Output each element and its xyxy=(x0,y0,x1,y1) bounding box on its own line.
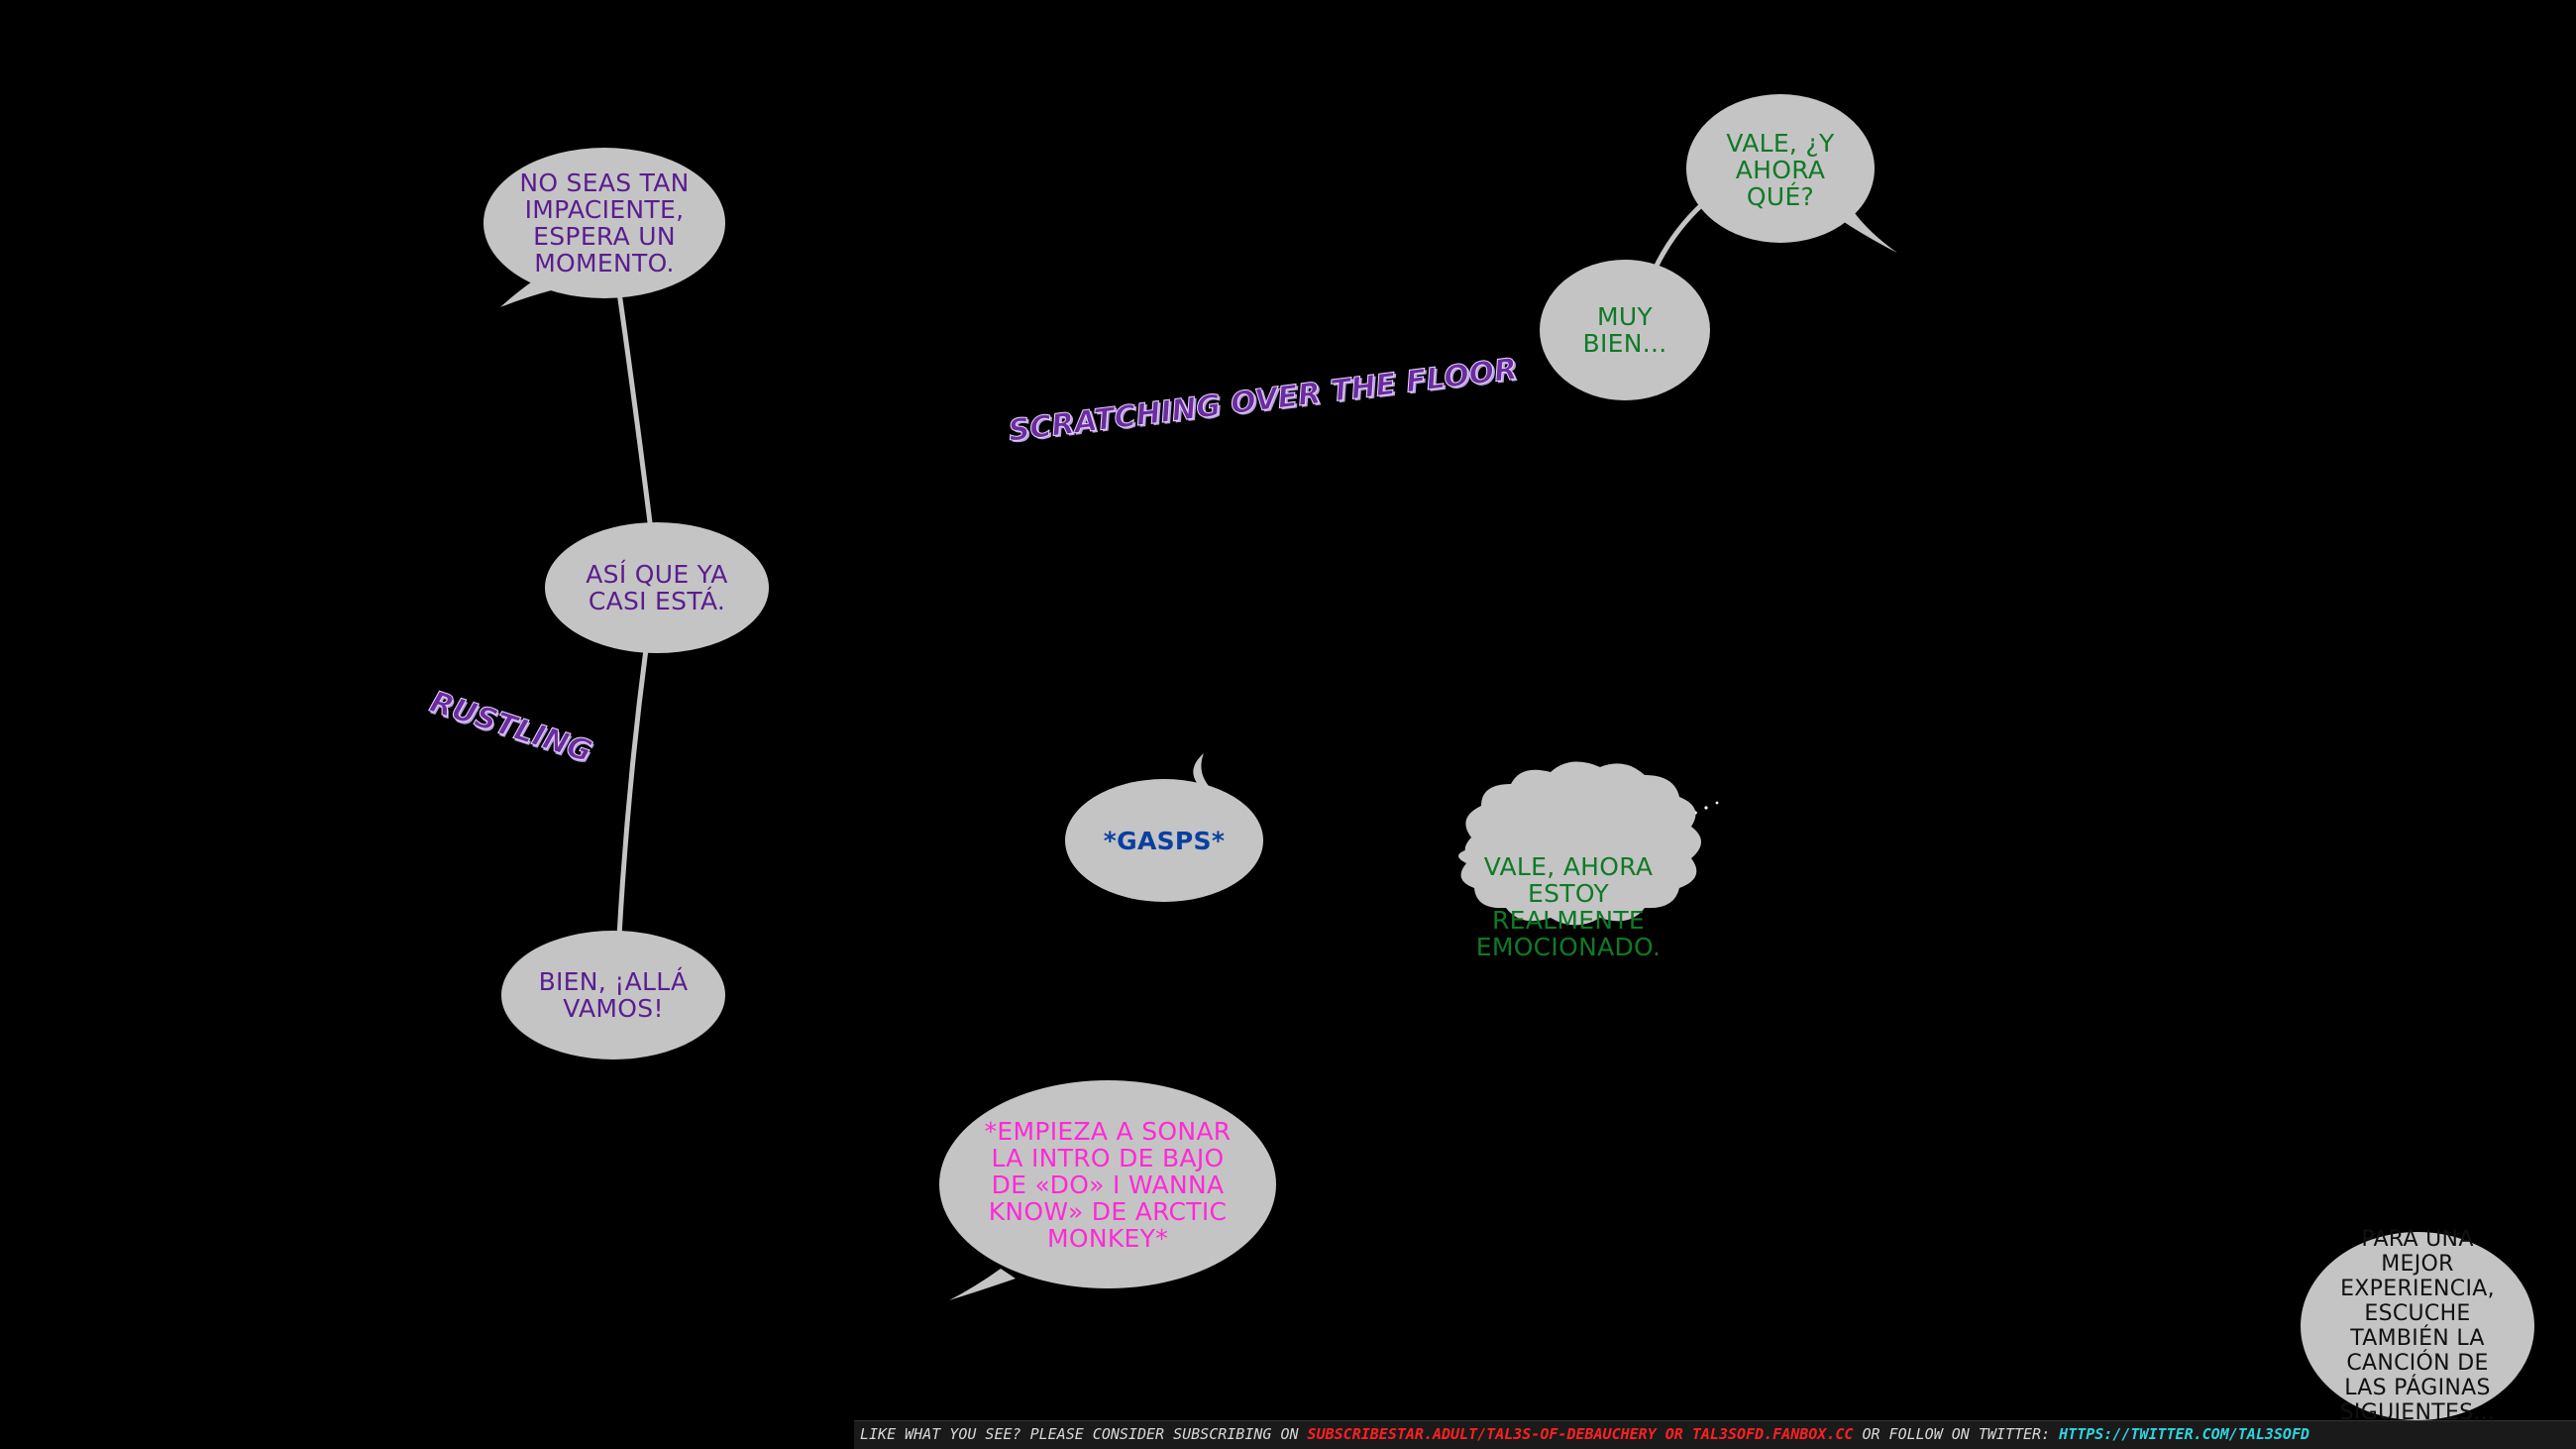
speech-bubble-vale-ahora-que: VALE, ¿Y AHORA QUÉ? xyxy=(1686,95,1875,244)
speech-bubble-empieza: *EMPIEZA A SONAR LA INTRO DE BAJO DE «DO… xyxy=(939,1080,1276,1288)
bubble-text-gasps: *GASPS* xyxy=(1103,826,1226,855)
bubble-text-para-una: PARA UNA MEJOR EXPERIENCIA, ESCUCHE TAMB… xyxy=(2339,1227,2496,1425)
bubble-shape-bien-alla xyxy=(501,931,725,1059)
bubble-text-vale-ahora-que: VALE, ¿Y AHORA QUÉ? xyxy=(1726,128,1835,211)
footer-subscribe-link[interactable]: SUBSCRIBESTAR.ADULT/TAL3S-OF-DEBAUCHERY … xyxy=(1307,1425,1854,1443)
speech-bubble-muy-bien: MUY BIEN... xyxy=(1540,260,1710,400)
footer-intro-text: LIKE WHAT YOU SEE? PLEASE CONSIDER SUBSC… xyxy=(860,1425,1308,1443)
speech-bubble-gasps: *GASPS* xyxy=(1065,779,1263,902)
speech-bubble-para-una: PARA UNA MEJOR EXPERIENCIA, ESCUCHE TAMB… xyxy=(2301,1227,2534,1425)
footer-mid-text: OR FOLLOW ON TWITTER: xyxy=(1853,1425,2060,1443)
bubble-shape-muy-bien xyxy=(1540,260,1710,400)
bubble-shapes xyxy=(483,94,2534,1420)
thought-bubble-vale-emocionado: VALE, AHORA ESTOY REALMENTE EMOCIONADO. xyxy=(1456,833,1680,981)
bubble-shape-para-una xyxy=(2301,1232,2534,1420)
bubble-text-muy-bien: MUY BIEN... xyxy=(1582,302,1667,358)
bubble-tails xyxy=(500,213,1897,1300)
bubble-shape-vale-ahora-que xyxy=(1686,94,1875,243)
bubble-shape-empieza xyxy=(939,1080,1276,1288)
speech-bubble-no-seas: NO SEAS TAN IMPACIENTE, ESPERA UN MOMENT… xyxy=(483,149,725,297)
bubble-text-bien-alla: BIEN, ¡ALLÁ VAMOS! xyxy=(538,967,689,1023)
speech-bubble-bien-alla: BIEN, ¡ALLÁ VAMOS! xyxy=(501,931,725,1059)
bubble-text-vale-emocionado: VALE, AHORA ESTOY REALMENTE EMOCIONADO. xyxy=(1475,852,1662,961)
support-footer-bar: LIKE WHAT YOU SEE? PLEASE CONSIDER SUBSC… xyxy=(854,1420,2576,1449)
bubble-shape-asi-que xyxy=(545,522,769,653)
bubble-shape-no-seas xyxy=(483,148,725,298)
bubble-shape-gasps xyxy=(1065,779,1263,902)
bubble-text-empieza: *EMPIEZA A SONAR LA INTRO DE BAJO DE «DO… xyxy=(984,1116,1232,1253)
footer-twitter-link[interactable]: HTTPS://TWITTER.COM/TAL3SOFD xyxy=(2059,1425,2310,1443)
speech-bubble-asi-que: ASÍ QUE YA CASI ESTÁ. xyxy=(545,522,769,653)
bubble-text-asi-que: ASÍ QUE YA CASI ESTÁ. xyxy=(586,560,728,615)
bubble-shape-cloud xyxy=(1458,761,1701,926)
bubble-text-no-seas: NO SEAS TAN IMPACIENTE, ESPERA UN MOMENT… xyxy=(519,168,690,278)
